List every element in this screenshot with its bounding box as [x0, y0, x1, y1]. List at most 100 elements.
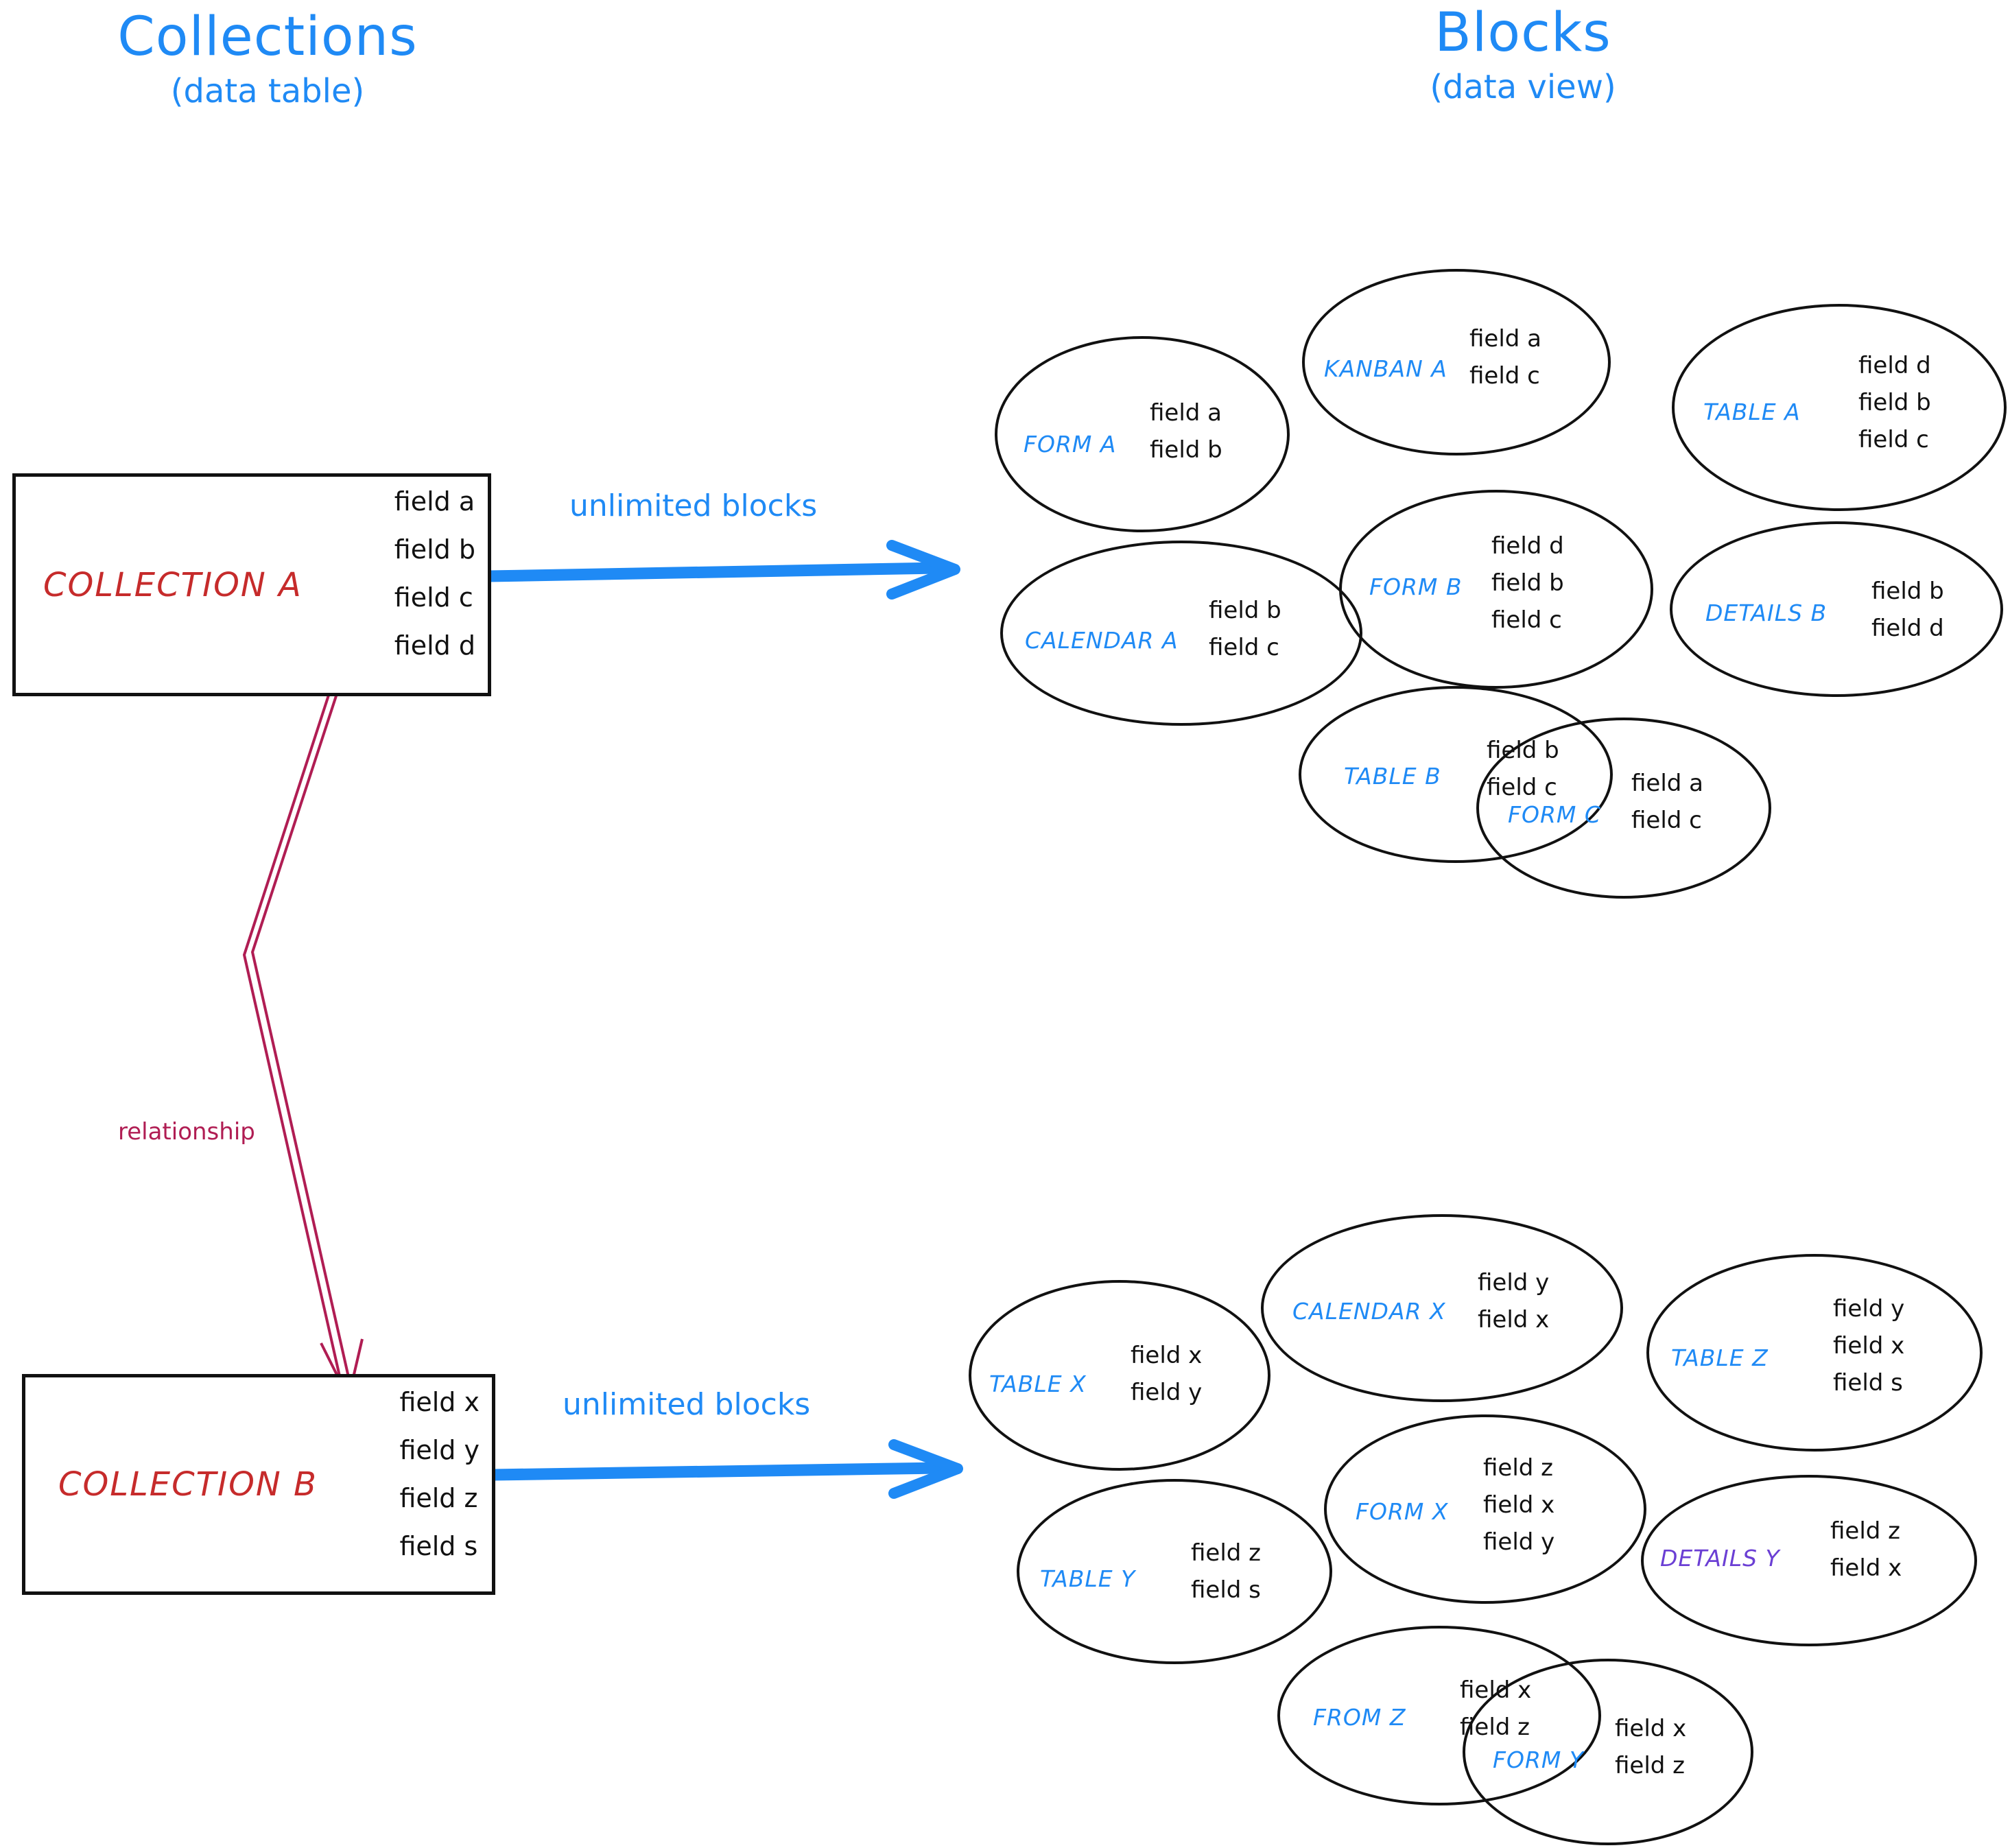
block-calendar-x[interactable]: CALENDAR X field y field x: [1261, 1214, 1623, 1402]
block-table-z[interactable]: TABLE Z field y field x field s: [1646, 1254, 1983, 1452]
field-item: field a: [394, 486, 475, 517]
block-table-x-name: TABLE X: [989, 1371, 1087, 1397]
block-table-z-fields: field y field x field s: [1833, 1295, 1904, 1397]
field-item: field s: [1833, 1369, 1903, 1397]
block-form-y[interactable]: FORM Y field x field z: [1463, 1659, 1753, 1845]
field-item: field z: [1615, 1752, 1686, 1779]
block-details-b-name: DETAILS B: [1705, 600, 1828, 626]
field-item: field y: [1833, 1295, 1905, 1323]
collections-header: Collections (data table): [41, 6, 494, 110]
arrow-label-a: unlimited blocks: [569, 488, 818, 523]
block-table-y[interactable]: TABLE Y field z field s: [1017, 1479, 1332, 1664]
block-table-y-name: TABLE Y: [1040, 1565, 1136, 1592]
field-item: field y: [1483, 1528, 1555, 1556]
field-item: field a: [1469, 325, 1542, 353]
field-item: field s: [399, 1531, 478, 1561]
collection-b-name: COLLECTION B: [58, 1465, 318, 1504]
field-item: field s: [1191, 1576, 1261, 1604]
field-item: field b: [1209, 597, 1281, 624]
block-kanban-a-fields: field a field c: [1469, 325, 1541, 390]
block-details-y-name: DETAILS Y: [1660, 1545, 1780, 1572]
block-calendar-a[interactable]: CALENDAR A field b field c: [1000, 541, 1362, 726]
field-item: field z: [399, 1483, 478, 1513]
field-item: field c: [1858, 426, 1929, 453]
block-calendar-x-fields: field y field x: [1478, 1269, 1549, 1334]
field-item: field c: [1491, 606, 1562, 634]
collections-subtitle: (data table): [170, 71, 365, 110]
block-details-y[interactable]: DETAILS Y field z field x: [1641, 1475, 1977, 1646]
arrow-unlimited-blocks-a: [482, 540, 960, 600]
field-item: field d: [1871, 615, 1944, 642]
block-form-b[interactable]: FORM B field d field b field c: [1339, 490, 1653, 689]
field-item: field d: [394, 630, 475, 661]
block-form-b-fields: field d field b field c: [1491, 532, 1564, 634]
block-table-z-name: TABLE Z: [1671, 1344, 1769, 1371]
field-item: field c: [1469, 362, 1540, 390]
field-item: field c: [1209, 634, 1279, 661]
field-item: field x: [1483, 1491, 1555, 1519]
block-table-y-fields: field z field s: [1191, 1539, 1261, 1604]
field-item: field d: [1858, 352, 1931, 379]
block-calendar-a-name: CALENDAR A: [1025, 627, 1179, 654]
collection-a-box[interactable]: COLLECTION A field a field b field c fie…: [12, 473, 491, 696]
blocks-header: Blocks (data view): [1297, 5, 1749, 104]
collections-title: Collections: [117, 6, 418, 68]
block-form-c-fields: field a field c: [1631, 770, 1703, 834]
block-form-x[interactable]: FORM X field z field x field y: [1324, 1414, 1646, 1604]
field-item: field x: [399, 1387, 480, 1417]
block-table-a-fields: field d field b field c: [1858, 352, 1931, 453]
block-form-a-fields: field a field b: [1150, 399, 1222, 464]
collection-b-fields: field x field y field z field s: [399, 1387, 480, 1561]
block-details-b[interactable]: DETAILS B field b field d: [1670, 521, 2003, 697]
collection-b-box[interactable]: COLLECTION B field x field y field z fie…: [22, 1374, 495, 1595]
block-table-a[interactable]: TABLE A field d field b field c: [1672, 304, 2007, 511]
block-calendar-a-fields: field b field c: [1209, 597, 1281, 661]
field-item: field b: [394, 534, 475, 565]
block-details-b-fields: field b field d: [1871, 578, 1944, 642]
block-table-a-name: TABLE A: [1703, 399, 1801, 425]
relationship-connector: [242, 678, 364, 1399]
relationship-label: relationship: [118, 1118, 255, 1146]
field-item: field a: [1631, 770, 1704, 797]
block-form-y-name: FORM Y: [1493, 1746, 1585, 1773]
field-item: field b: [1491, 569, 1564, 597]
field-item: field y: [399, 1435, 480, 1465]
field-item: field x: [1830, 1554, 1902, 1582]
field-item: field x: [1478, 1306, 1550, 1334]
field-item: field c: [394, 582, 473, 613]
block-from-z-name: FROM Z: [1313, 1704, 1406, 1731]
collection-a-name: COLLECTION A: [43, 566, 303, 604]
field-item: field y: [1131, 1379, 1203, 1406]
arrow-label-b: unlimited blocks: [563, 1387, 811, 1422]
block-form-x-name: FORM X: [1356, 1498, 1449, 1525]
block-table-b-name: TABLE B: [1344, 763, 1441, 790]
field-item: field x: [1131, 1342, 1203, 1369]
block-form-c[interactable]: FORM C field a field c: [1476, 718, 1771, 899]
field-item: field x: [1615, 1715, 1687, 1742]
field-item: field y: [1478, 1269, 1550, 1296]
field-item: field z: [1191, 1539, 1262, 1567]
collection-a-fields: field a field b field c field d: [394, 486, 475, 661]
field-item: field b: [1150, 436, 1222, 464]
field-item: field x: [1833, 1332, 1905, 1360]
block-form-a[interactable]: FORM A field a field b: [995, 336, 1290, 532]
field-item: field a: [1150, 399, 1222, 427]
block-form-y-fields: field x field z: [1615, 1715, 1686, 1779]
blocks-title: Blocks: [1434, 2, 1611, 64]
block-table-x[interactable]: TABLE X field x field y: [969, 1280, 1270, 1471]
field-item: field c: [1631, 807, 1702, 834]
field-item: field z: [1830, 1517, 1901, 1545]
block-form-a-name: FORM A: [1024, 431, 1117, 458]
block-details-y-fields: field z field x: [1830, 1517, 1902, 1582]
block-kanban-a[interactable]: KANBAN A field a field c: [1302, 269, 1611, 455]
block-calendar-x-name: CALENDAR X: [1292, 1298, 1446, 1325]
blocks-subtitle: (data view): [1430, 67, 1616, 106]
block-form-c-name: FORM C: [1508, 801, 1601, 828]
block-kanban-a-name: KANBAN A: [1324, 355, 1447, 382]
field-item: field b: [1871, 578, 1944, 605]
block-form-x-fields: field z field x field y: [1483, 1454, 1554, 1556]
block-table-x-fields: field x field y: [1131, 1342, 1202, 1406]
field-item: field b: [1858, 389, 1931, 416]
block-form-b-name: FORM B: [1369, 573, 1463, 600]
